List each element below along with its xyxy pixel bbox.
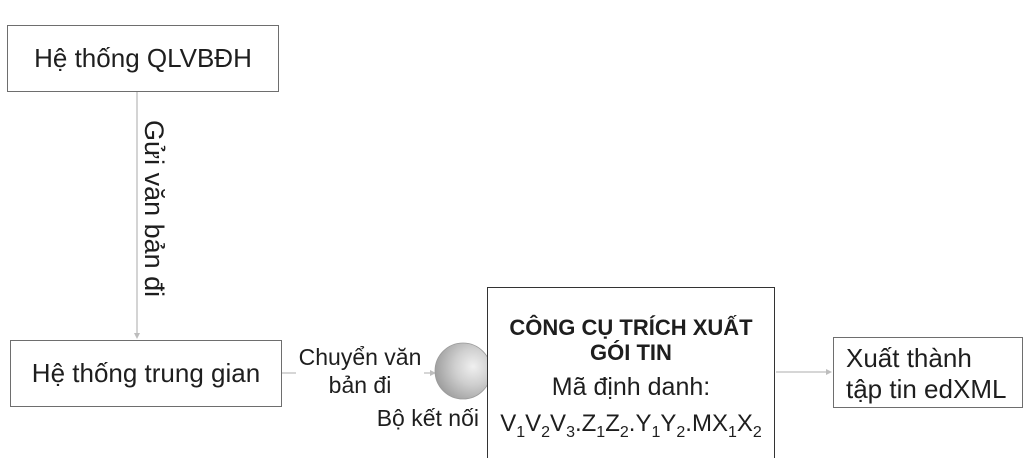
export-label-line: tập tin edXML [846,374,1007,404]
node-intermediate-system: Hệ thống trung gian [10,340,282,407]
identifier-part: V [525,410,542,437]
identifier-subscript: 1 [651,424,661,441]
identifier-part: Z [605,410,620,437]
export-label-line: Xuất thành [846,343,972,373]
tool-title-line: CÔNG CỤ TRÍCH XUẤT [509,315,753,340]
edge-transfer-label-line: bản đi [328,372,392,398]
identifier-part: .MX [685,410,728,437]
identifier-subscript: 3 [566,424,575,441]
identifier-subscript: 1 [516,424,526,441]
identifier-part: V [500,410,517,437]
node-qlvbdh-label: Hệ thống QLVBĐH [34,43,252,73]
edge-transfer-label: Chuyển văn bản đi [296,343,424,399]
identifier-part: .Y [628,410,652,437]
tool-identifier-label: Mã định danh: [551,373,711,401]
identifier-part: .Z [574,410,597,437]
identifier-subscript: 2 [676,424,686,441]
edge-send-label: Gửi văn bản đi [139,120,169,298]
node-extraction-tool: CÔNG CỤ TRÍCH XUẤT GÓI TIN Mã định danh:… [487,287,775,458]
identifier-subscript: 2 [752,424,762,441]
identifier-subscript: 1 [596,424,606,441]
identifier-subscript: 2 [619,424,629,441]
identifier-part: V [550,410,567,437]
identifier-part: Y [660,410,677,437]
tool-title-line: GÓI TIN [590,340,672,365]
node-qlvbdh: Hệ thống QLVBĐH [7,25,279,92]
edge-export-arrowhead [826,369,832,375]
node-export-edxml: Xuất thành tập tin edXML [833,337,1023,408]
edge-transfer-label-line: Chuyển văn [298,344,422,370]
identifier-subscript: 2 [541,424,551,441]
identifier-part: X [736,410,753,437]
node-intermediate-system-label: Hệ thống trung gian [31,358,261,388]
connector-node [434,342,492,400]
identifier-subscript: 1 [727,424,737,441]
edge-send-arrowhead [134,333,140,339]
edge-transfer-arrowhead [430,370,436,376]
connector-node-label: Bộ kết nối [376,405,479,431]
